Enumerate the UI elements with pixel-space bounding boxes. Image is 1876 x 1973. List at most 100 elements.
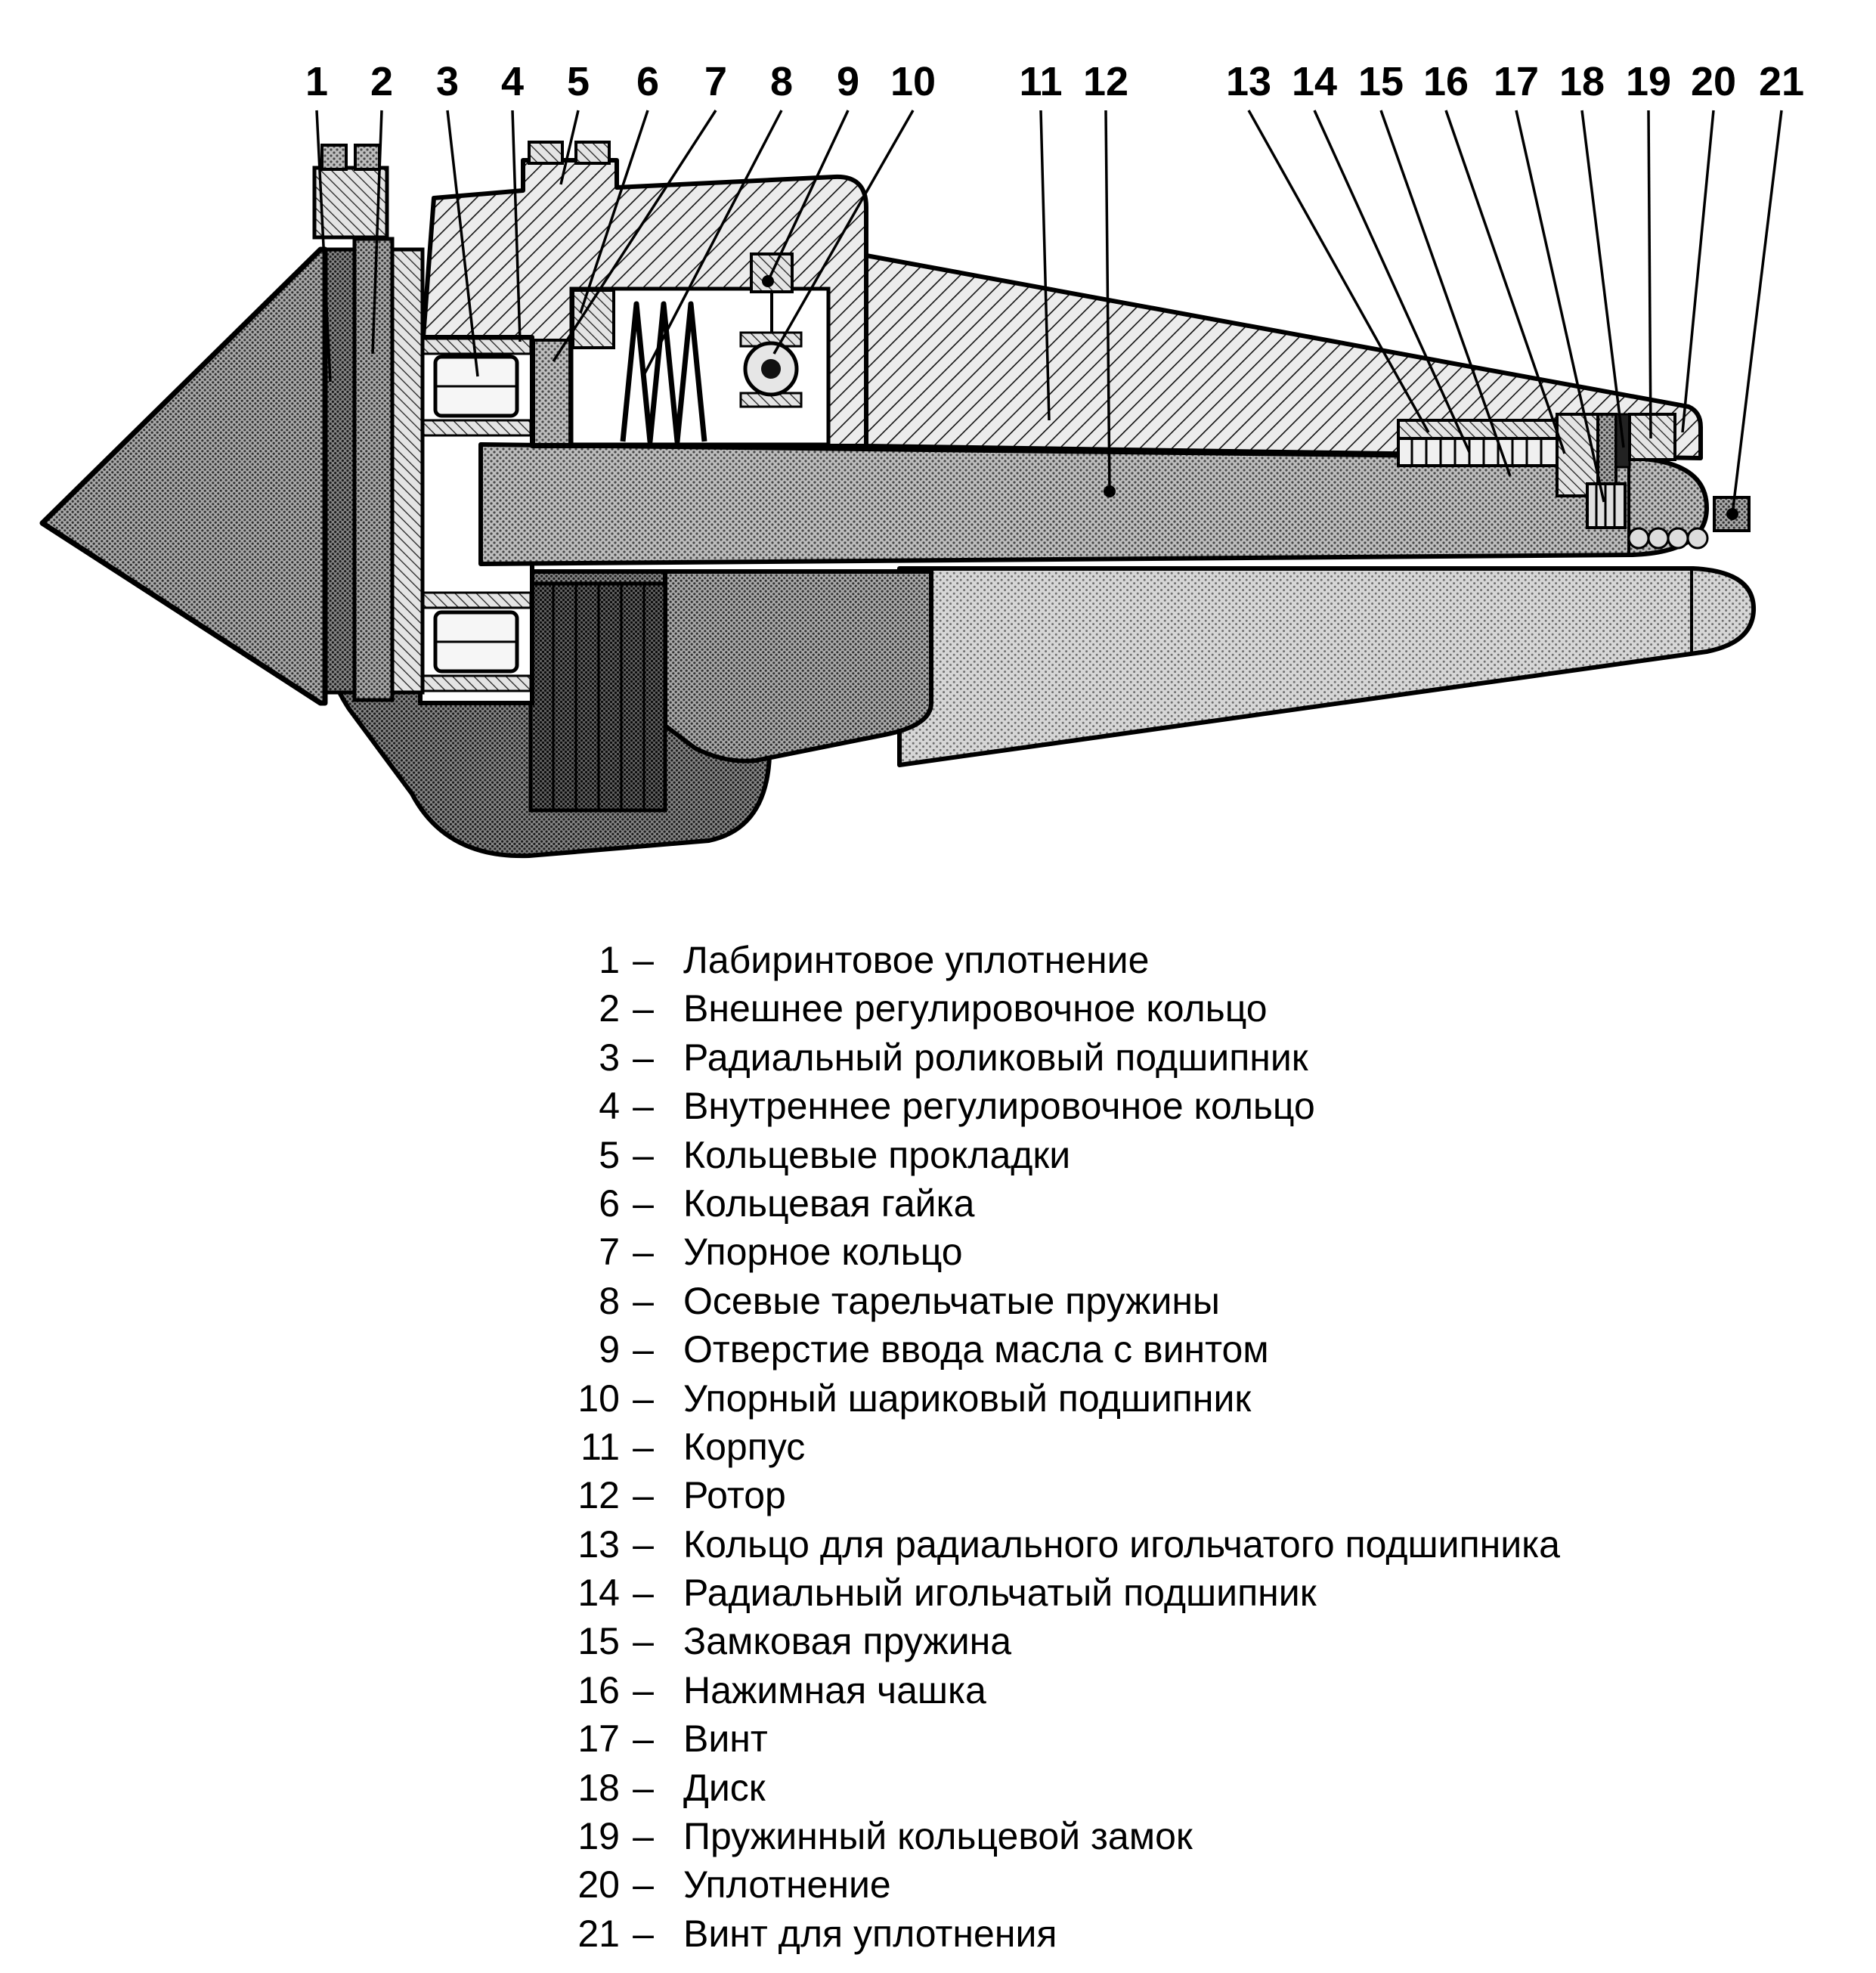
legend-item-number: 18 xyxy=(577,1766,620,1809)
legend-item-text: Радиальный игольчатый подшипник xyxy=(683,1572,1317,1615)
part-number-20: 20 xyxy=(1691,59,1736,104)
part-number-11: 11 xyxy=(1019,59,1062,104)
legend-item-number: 2 xyxy=(599,987,620,1030)
legend-item-text: Кольцевая гайка xyxy=(683,1182,975,1225)
legend-item: 1 – Лабиринтовое уплотнение xyxy=(550,936,1560,984)
legend-item: 6 – Кольцевая гайка xyxy=(550,1179,1560,1228)
part-number-12: 12 xyxy=(1083,59,1128,104)
legend-item: 21 – Винт для уплотнения xyxy=(550,1910,1560,1958)
legend-item: 14 – Радиальный игольчатый подшипник xyxy=(550,1569,1560,1617)
legend-item: 15 – Замковая пружина xyxy=(550,1617,1560,1665)
part-number-16: 16 xyxy=(1423,59,1469,104)
part-number-2: 2 xyxy=(370,59,393,104)
legend-item-number: 6 xyxy=(599,1182,620,1225)
legend-item: 18 – Диск xyxy=(550,1764,1560,1812)
legend-item-text: Винт xyxy=(683,1717,768,1761)
legend-item-number: 19 xyxy=(577,1815,620,1858)
housing-tube xyxy=(864,253,1703,460)
leader-line-4 xyxy=(511,110,522,342)
legend-item-number: 14 xyxy=(577,1572,620,1615)
legend-item-number: 13 xyxy=(577,1522,620,1566)
legend-item: 2 – Внешнее регулировочное кольцо xyxy=(550,984,1560,1033)
legend-item-number: 11 xyxy=(580,1425,620,1468)
part-number-10: 10 xyxy=(890,59,936,104)
screw xyxy=(1586,482,1627,529)
legend-item-dash: – xyxy=(633,987,654,1030)
legend-item-number: 4 xyxy=(599,1085,620,1128)
legend-item-dash: – xyxy=(633,1377,654,1420)
leader-line-2 xyxy=(371,110,383,355)
rotor xyxy=(478,442,1709,566)
legend-item-text: Пружинный кольцевой замок xyxy=(683,1815,1193,1858)
leader-line-10 xyxy=(772,110,915,355)
legend-item-text: Отверстие ввода масла с винтом xyxy=(683,1328,1269,1371)
legend-item-number: 9 xyxy=(599,1328,620,1371)
legend-item: 8 – Осевые тарельчатые пружины xyxy=(550,1277,1560,1325)
legend-item-text: Радиальный роликовый подшипник xyxy=(683,1036,1308,1079)
legend-item-dash: – xyxy=(633,1474,654,1517)
legend-item-number: 5 xyxy=(599,1133,620,1176)
leader-line-18 xyxy=(1580,110,1625,448)
collar-cap xyxy=(312,144,389,240)
leader-line-21 xyxy=(1731,110,1783,515)
legend-item-dash: – xyxy=(633,1668,654,1711)
legend-item-dash: – xyxy=(633,1912,654,1955)
legend-item-text: Диск xyxy=(683,1766,766,1809)
legend-item: 12 – Ротор xyxy=(550,1471,1560,1519)
seal xyxy=(1628,413,1676,461)
legend-item-text: Упорное кольцо xyxy=(683,1231,963,1274)
legend-item: 3 – Радиальный роликовый подшипник xyxy=(550,1033,1560,1082)
legend-item-number: 17 xyxy=(577,1717,620,1761)
legend-item-number: 7 xyxy=(599,1231,620,1274)
legend-item-number: 15 xyxy=(577,1620,620,1663)
legend-item-text: Осевые тарельчатые пружины xyxy=(683,1279,1220,1322)
legend-item-dash: – xyxy=(633,1766,654,1809)
leader-line-6 xyxy=(579,110,649,314)
legend-item-text: Корпус xyxy=(683,1425,806,1468)
legend-item-dash: – xyxy=(633,1717,654,1761)
legend-item: 7 – Упорное кольцо xyxy=(550,1228,1560,1276)
legend-item-dash: – xyxy=(633,1620,654,1663)
legend-item-text: Внутреннее регулировочное кольцо xyxy=(683,1085,1315,1128)
legend-item: 20 – Уплотнение xyxy=(550,1860,1560,1909)
legend-item-number: 1 xyxy=(599,939,620,981)
part-number-13: 13 xyxy=(1226,59,1271,104)
leader-line-14 xyxy=(1313,110,1471,453)
lower-housing-ribs xyxy=(528,581,667,813)
legend-item-dash: – xyxy=(633,1863,654,1906)
legend-item-number: 3 xyxy=(599,1036,620,1079)
legend-item-number: 8 xyxy=(599,1279,620,1322)
legend-item-text: Кольцевые прокладки xyxy=(683,1133,1071,1176)
leader-line-3 xyxy=(446,110,479,377)
legend-item-text: Внешнее регулировочное кольцо xyxy=(683,987,1268,1030)
legend-item-number: 10 xyxy=(577,1377,620,1420)
part-number-21: 21 xyxy=(1759,59,1804,104)
legend-item-number: 20 xyxy=(577,1863,620,1906)
leader-line-7 xyxy=(552,110,717,362)
legend-item-dash: – xyxy=(633,1522,654,1566)
part-number-1: 1 xyxy=(305,59,328,104)
leader-line-19 xyxy=(1647,110,1652,439)
part-number-14: 14 xyxy=(1292,59,1337,104)
legend-item-text: Упорный шариковый подшипник xyxy=(683,1377,1252,1420)
lock-spring-coil xyxy=(1627,527,1709,550)
part-number-19: 19 xyxy=(1626,59,1671,104)
thrust-ring xyxy=(532,339,571,446)
legend-item-number: 21 xyxy=(577,1912,620,1955)
leader-line-13 xyxy=(1247,110,1430,433)
legend-item: 5 – Кольцевые прокладки xyxy=(550,1131,1560,1179)
part-number-6: 6 xyxy=(636,59,659,104)
housing-top-bolts xyxy=(528,141,611,165)
part-number-4: 4 xyxy=(501,59,524,104)
legend-item-number: 16 xyxy=(577,1668,620,1711)
legend-item: 11 – Корпус xyxy=(550,1423,1560,1471)
legend-item-text: Нажимная чашка xyxy=(683,1668,986,1711)
part-number-8: 8 xyxy=(770,59,793,104)
leader-line-1 xyxy=(315,110,332,383)
legend-item-text: Уплотнение xyxy=(683,1863,891,1906)
thrust-ball-bearing xyxy=(739,331,803,408)
leader-line-15 xyxy=(1379,110,1512,477)
leader-lines xyxy=(315,110,1783,515)
